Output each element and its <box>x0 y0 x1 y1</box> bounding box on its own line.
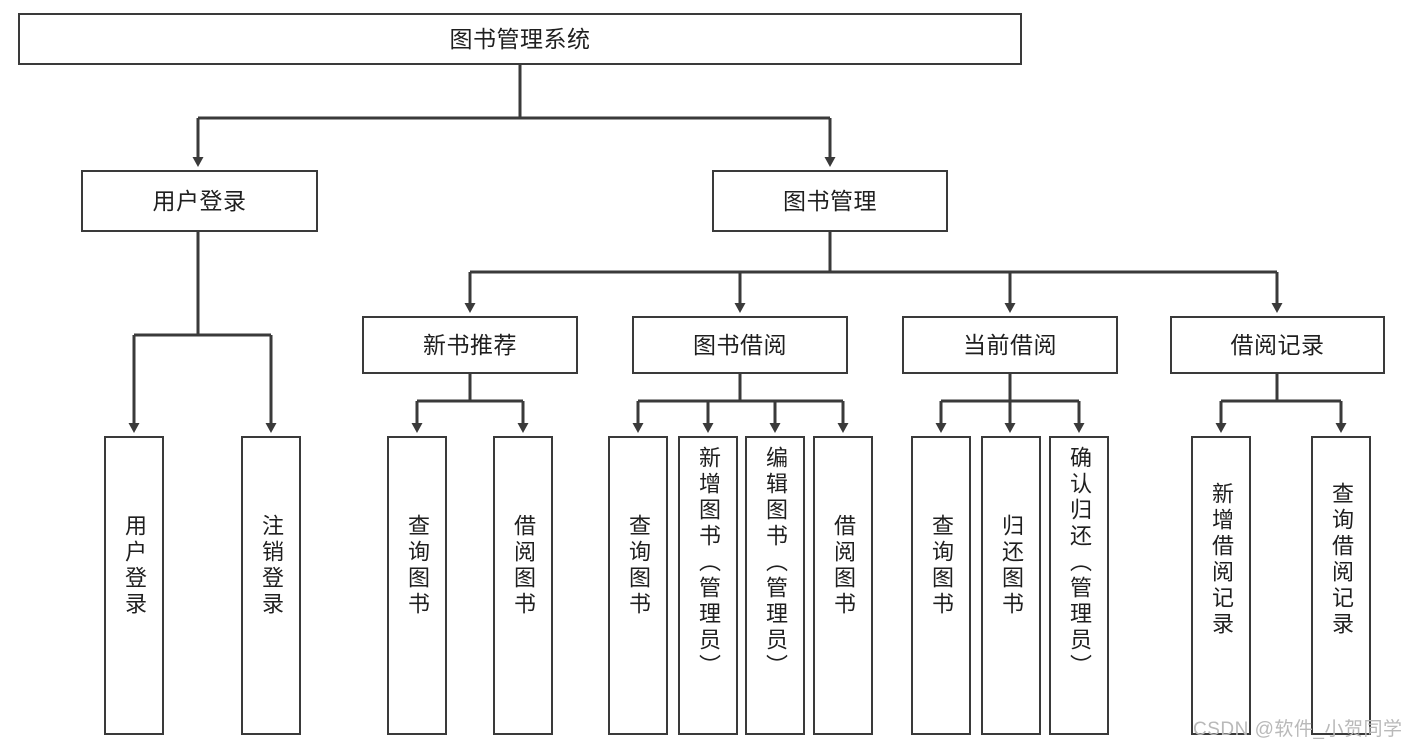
node-book-management[interactable]: 图书管理 <box>712 170 948 232</box>
node-label: 新书推荐 <box>423 331 517 358</box>
leaf-user-login[interactable]: 用户登录 <box>104 436 164 735</box>
node-root-system[interactable]: 图书管理系统 <box>18 13 1022 65</box>
node-label: 当前借阅 <box>963 331 1057 358</box>
leaf-borrow-book-recommend[interactable]: 借阅图书 <box>493 436 553 735</box>
node-label: 用户登录 <box>122 514 147 618</box>
node-label: 编辑图书（管理员） <box>763 446 788 680</box>
watermark-text: CSDN @软件_小贺同学 <box>1193 719 1403 740</box>
node-label: 借阅图书 <box>511 514 536 618</box>
leaf-return-book[interactable]: 归还图书 <box>981 436 1041 735</box>
node-label: 查询图书 <box>405 514 430 618</box>
node-book-borrow[interactable]: 图书借阅 <box>632 316 848 374</box>
node-label: 查询借阅记录 <box>1329 482 1354 638</box>
leaf-user-logout[interactable]: 注销登录 <box>241 436 301 735</box>
leaf-add-borrow-record[interactable]: 新增借阅记录 <box>1191 436 1251 735</box>
leaf-confirm-return-admin[interactable]: 确认归还（管理员） <box>1049 436 1109 735</box>
node-label: 图书借阅 <box>693 331 787 358</box>
node-label: 查询图书 <box>929 514 954 618</box>
node-new-book-recommend[interactable]: 新书推荐 <box>362 316 578 374</box>
leaf-query-book-recommend[interactable]: 查询图书 <box>387 436 447 735</box>
leaf-borrow-book-borrow[interactable]: 借阅图书 <box>813 436 873 735</box>
node-label: 归还图书 <box>999 514 1024 618</box>
leaf-edit-book-admin[interactable]: 编辑图书（管理员） <box>745 436 805 735</box>
leaf-query-book-borrow[interactable]: 查询图书 <box>608 436 668 735</box>
leaf-add-book-admin[interactable]: 新增图书（管理员） <box>678 436 738 735</box>
leaf-query-book-current[interactable]: 查询图书 <box>911 436 971 735</box>
node-label: 查询图书 <box>626 514 651 618</box>
node-borrow-record[interactable]: 借阅记录 <box>1170 316 1385 374</box>
node-label: 注销登录 <box>259 514 284 618</box>
node-label: 确认归还（管理员） <box>1067 446 1092 680</box>
leaf-query-borrow-record[interactable]: 查询借阅记录 <box>1311 436 1371 735</box>
node-label: 图书管理 <box>783 187 877 214</box>
node-label: 借阅图书 <box>831 514 856 618</box>
node-label: 借阅记录 <box>1230 331 1325 358</box>
node-label: 图书管理系统 <box>449 25 591 52</box>
node-label: 用户登录 <box>152 187 247 214</box>
node-current-borrow[interactable]: 当前借阅 <box>902 316 1118 374</box>
node-label: 新增借阅记录 <box>1209 482 1234 638</box>
node-label: 新增图书（管理员） <box>696 446 721 680</box>
node-user-login[interactable]: 用户登录 <box>81 170 318 232</box>
